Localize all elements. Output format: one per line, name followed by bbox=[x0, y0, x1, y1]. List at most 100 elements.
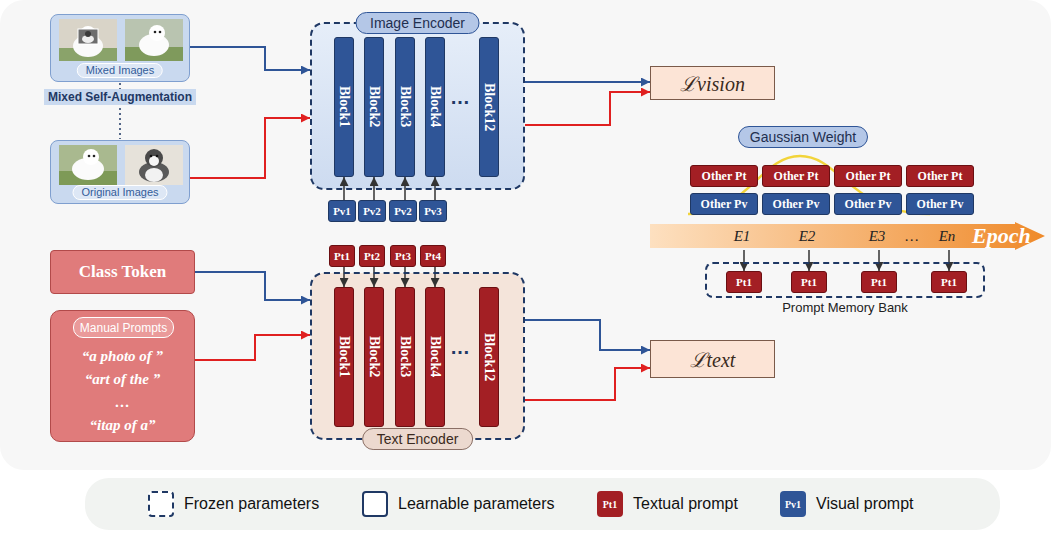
box-label: Pv3 bbox=[424, 205, 442, 217]
visual-prompt: Other Pv bbox=[690, 193, 758, 215]
box-label: Block2 bbox=[366, 86, 382, 127]
textual-prompt: Other Pt bbox=[762, 165, 830, 187]
loss-box: ℒtext bbox=[650, 340, 775, 378]
textual-prompt: Pt1 bbox=[791, 271, 827, 293]
arrow-connector bbox=[190, 47, 310, 70]
box-label: Other Pv bbox=[773, 197, 820, 212]
box-label: Block1 bbox=[336, 336, 352, 377]
legend-panel bbox=[85, 478, 1000, 530]
visual-prompt: Other Pv bbox=[762, 193, 830, 215]
gaussian-curve bbox=[688, 156, 930, 214]
box-label: … bbox=[115, 393, 130, 412]
box-label: ℒvision bbox=[680, 70, 745, 97]
encoder-fill bbox=[311, 23, 524, 189]
box-label: “itap of a” bbox=[90, 416, 156, 435]
box-label: Other Pt bbox=[846, 169, 891, 184]
box-label: Class Token bbox=[79, 262, 166, 282]
image-group-box: Original Images bbox=[50, 140, 190, 204]
legend-text: Learnable parameters bbox=[398, 495, 555, 513]
arrow-connector bbox=[525, 92, 650, 125]
loss-box: ℒvision bbox=[650, 66, 775, 100]
arrow-connector bbox=[948, 250, 950, 271]
encoder-block: Block4 bbox=[425, 287, 445, 427]
encoder-block: Block2 bbox=[364, 287, 384, 427]
visual-prompt: Pv2 bbox=[389, 200, 417, 222]
textual-prompt: Pt4 bbox=[420, 245, 446, 267]
main-panel bbox=[0, 0, 1051, 470]
arrow-connector bbox=[373, 267, 375, 287]
legend-text: Visual prompt bbox=[816, 495, 914, 513]
box-label: Pt1 bbox=[941, 276, 957, 288]
box-label: Block1 bbox=[336, 86, 352, 127]
ellipsis: … bbox=[445, 86, 475, 109]
prompt-list-heading: Manual Prompts bbox=[73, 317, 174, 338]
box-label: Block3 bbox=[397, 86, 413, 127]
box-label: Pt2 bbox=[364, 250, 380, 262]
arrow-connector bbox=[525, 81, 650, 83]
epoch-tick: E3 bbox=[869, 228, 886, 245]
box-label: Block12 bbox=[481, 333, 497, 381]
encoder-block: Block3 bbox=[395, 37, 415, 177]
box-label: Other Pv bbox=[917, 197, 964, 212]
weight-pill: Gaussian Weight bbox=[738, 126, 868, 148]
visual-prompt: Pv2 bbox=[358, 200, 386, 222]
box-label: “a photo of ” bbox=[82, 347, 163, 366]
box-label: “art of the ” bbox=[85, 370, 160, 389]
epoch-tick: … bbox=[905, 228, 918, 245]
box-label: Pt3 bbox=[395, 250, 411, 262]
box-label: Mixed Images bbox=[77, 63, 163, 78]
visual-prompt: Other Pv bbox=[834, 193, 902, 215]
epoch-tick: En bbox=[939, 228, 956, 245]
arrow-connector bbox=[434, 267, 436, 287]
box-label: Gaussian Weight bbox=[750, 129, 856, 145]
image-group-box: Mixed Images bbox=[50, 14, 190, 82]
box-label: Pt1 bbox=[736, 276, 752, 288]
legend-text: Textual prompt bbox=[633, 495, 738, 513]
encoder-block: Block12 bbox=[479, 287, 499, 427]
textual-prompt: Other Pt bbox=[834, 165, 902, 187]
legend-text: Frozen parameters bbox=[184, 495, 319, 513]
textual-prompt: Pt1 bbox=[861, 271, 897, 293]
textual-prompt: Pt1 bbox=[726, 271, 762, 293]
box-label: Other Pt bbox=[702, 169, 747, 184]
encoder-block: Block2 bbox=[364, 37, 384, 177]
encoder-block: Block1 bbox=[334, 37, 354, 177]
swatch-label: Pv1 bbox=[785, 499, 801, 510]
token-box: Class Token bbox=[50, 250, 195, 294]
box-heading: Prompt Memory Bank bbox=[782, 300, 908, 315]
swatch-label: Pt1 bbox=[603, 499, 617, 510]
box-label: Block4 bbox=[427, 86, 443, 127]
arrow-connector bbox=[878, 250, 880, 271]
encoder-box: Text EncoderBlock1Block2Block3Block4Bloc… bbox=[310, 272, 525, 440]
legend-swatch: Pv1 bbox=[780, 491, 806, 517]
axis-title: Epoch bbox=[972, 223, 1031, 249]
box-label: Block2 bbox=[366, 336, 382, 377]
arrow-connector bbox=[743, 250, 745, 271]
encoder-block: Block4 bbox=[425, 37, 445, 177]
legend-sample bbox=[362, 491, 388, 517]
box-label: Block3 bbox=[397, 336, 413, 377]
box-label: Block12 bbox=[481, 83, 497, 131]
textual-prompt: Other Pt bbox=[906, 165, 974, 187]
encoder-box: Image EncoderBlock1Block2Block3Block4Blo… bbox=[310, 22, 525, 190]
epoch-arrow: E1E2E3…EnEpoch bbox=[650, 222, 1045, 250]
textual-prompt: Pt1 bbox=[329, 245, 355, 267]
memory-bank-box: Prompt Memory BankPt1Pt1Pt1Pt1 bbox=[705, 262, 985, 298]
visual-prompt: Other Pv bbox=[906, 193, 974, 215]
arrow-connector bbox=[525, 320, 650, 350]
textual-prompt: Pt2 bbox=[359, 245, 385, 267]
encoder-block: Block3 bbox=[395, 287, 415, 427]
box-label: Pt1 bbox=[334, 250, 350, 262]
arrow-connector bbox=[525, 368, 650, 400]
textual-prompt: Pt1 bbox=[931, 271, 967, 293]
box-label: Pt4 bbox=[425, 250, 441, 262]
textual-prompt: Other Pt bbox=[690, 165, 758, 187]
box-heading: Text Encoder bbox=[362, 428, 474, 450]
box-label: Other Pv bbox=[845, 197, 892, 212]
box-label: Block4 bbox=[427, 336, 443, 377]
box-label: Pt1 bbox=[871, 276, 887, 288]
legend-swatch: Pt1 bbox=[597, 491, 623, 517]
visual-prompt: Pv1 bbox=[328, 200, 356, 222]
legend-sample bbox=[148, 491, 174, 517]
